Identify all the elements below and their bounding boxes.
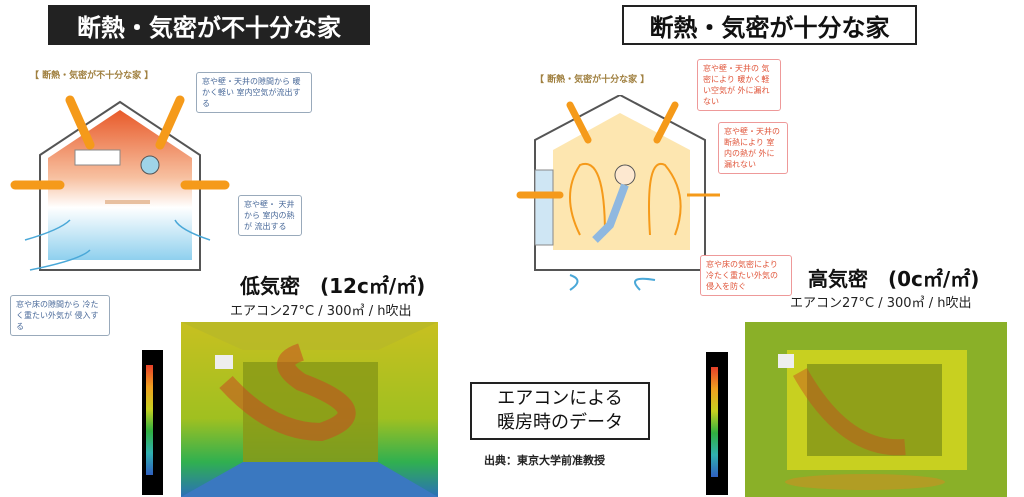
- low-airtightness-label: 低気密 (12c㎡/㎡): [240, 274, 426, 298]
- right-house-caption: 【 断熱・気密が十分な家 】: [535, 75, 650, 85]
- title-sufficient-house: 断熱・気密が十分な家: [622, 5, 917, 45]
- air-conditioner: [215, 355, 233, 369]
- bubble-blocks-cold-air: 窓や床の気密により 冷たく重たい外気の 侵入を防ぐ: [700, 255, 792, 296]
- description-line-2: 暖房時のデータ: [497, 412, 623, 433]
- bubble-cold-air-intrusion: 窓や床の隙間から 冷たく重たい外気が 侵入する: [10, 295, 110, 336]
- left-ac-condition: エアコン27°C / 300㎥ / h吹出: [230, 304, 412, 319]
- left-thermal-simulation: [181, 322, 438, 497]
- right-thermal-simulation: [745, 322, 1007, 497]
- data-description-box: エアコンによる 暖房時のデータ: [470, 382, 650, 440]
- high-airtightness-label: 高気密 (0c㎡/㎡): [808, 267, 980, 291]
- source-citation: 出典：東京大学前准教授: [484, 454, 605, 467]
- left-house-illustration: [10, 95, 230, 271]
- air-conditioner: [778, 354, 794, 368]
- left-house-caption: 【 断熱・気密が不十分な家 】: [30, 71, 154, 81]
- bubble-insulation-heat: 窓や壁・天井の 断熱により 室内の熱が 外に漏れない: [718, 122, 788, 174]
- right-colorbar: [706, 352, 728, 495]
- bubble-heat-loss: 窓や壁・ 天井から 室内の熱が 流出する: [238, 195, 302, 236]
- description-line-1: エアコンによる: [497, 388, 623, 409]
- title-insufficient-house: 断熱・気密が不十分な家: [48, 5, 370, 45]
- bubble-warm-air-escape: 窓や壁・天井の隙間から 暖かく軽い 室内空気が流出する: [196, 72, 312, 113]
- right-house-illustration: [516, 95, 720, 291]
- right-ac-condition: エアコン27°C / 300㎥ / h吹出: [790, 296, 972, 311]
- left-colorbar: [142, 350, 163, 495]
- bubble-airtight-warm-air: 窓や壁・天井の 気密により 暖かく軽い空気が 外に漏れない: [697, 59, 781, 111]
